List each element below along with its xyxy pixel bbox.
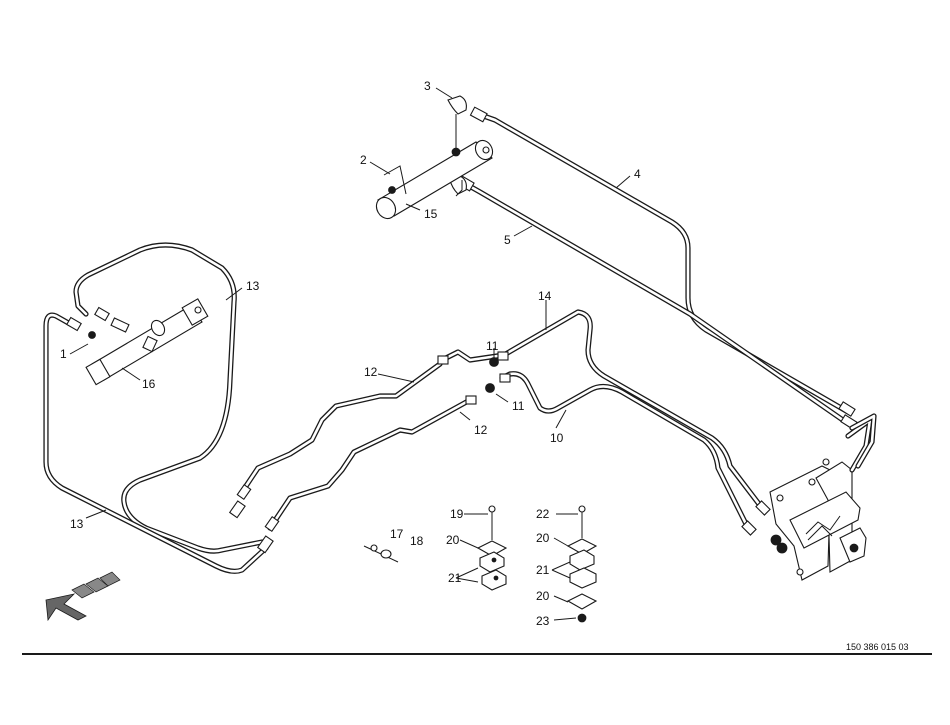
callout-4: 4: [634, 167, 641, 181]
hydraulic-cylinder-16: [85, 298, 209, 386]
callout-16: 16: [142, 377, 156, 391]
callout-11-lower: 11: [512, 399, 525, 413]
callout-13-lower: 13: [70, 517, 84, 531]
parts-17-18: [363, 544, 399, 563]
callout-21-right: 21: [536, 563, 550, 577]
callout-12-upper: 12: [364, 365, 378, 379]
clamp-stack-left: [476, 505, 508, 591]
callout-21-left: 21: [448, 571, 462, 585]
callout-13-upper: 13: [246, 279, 260, 293]
callout-23: 23: [536, 614, 550, 628]
callout-3: 3: [424, 79, 431, 93]
callout-18: 18: [410, 534, 424, 548]
pipe-4: [475, 111, 851, 415]
pipe-12-upper: [239, 361, 443, 495]
callout-15: 15: [424, 207, 438, 221]
callout-20-right-upper: 20: [536, 531, 550, 545]
callout-20-left: 20: [446, 533, 460, 547]
callout-1: 1: [60, 347, 67, 361]
callout-5: 5: [504, 233, 511, 247]
callout-11-upper: 11: [486, 339, 499, 353]
callout-17: 17: [390, 527, 404, 541]
pipe-10: [499, 371, 751, 531]
pipe-12-lower: [267, 397, 473, 531]
direction-arrow-icon: [45, 571, 121, 622]
callout-22: 22: [536, 507, 550, 521]
pipe-13: [43, 242, 269, 574]
drawing-number: 150 386 015 03: [846, 642, 909, 652]
fitting-11-upper: [489, 357, 499, 367]
pipe-14: [439, 309, 765, 511]
callout-2: 2: [360, 153, 367, 167]
leader-lines: [69, 87, 631, 621]
pipe-5: [461, 180, 853, 428]
fitting-11-lower: [485, 383, 495, 393]
callout-labels: 3 2 4 5 15 13 1 16 12 11 11 12 14 10 13 …: [60, 79, 641, 628]
callout-14: 14: [538, 289, 552, 303]
callout-19: 19: [450, 507, 464, 521]
clamp-stack-right: [566, 505, 598, 623]
callout-20-right-lower: 20: [536, 589, 550, 603]
callout-12-lower: 12: [474, 423, 488, 437]
hydraulic-cylinder-15: [375, 114, 494, 220]
valve-bracket-assembly: [769, 413, 877, 581]
callout-10: 10: [550, 431, 564, 445]
